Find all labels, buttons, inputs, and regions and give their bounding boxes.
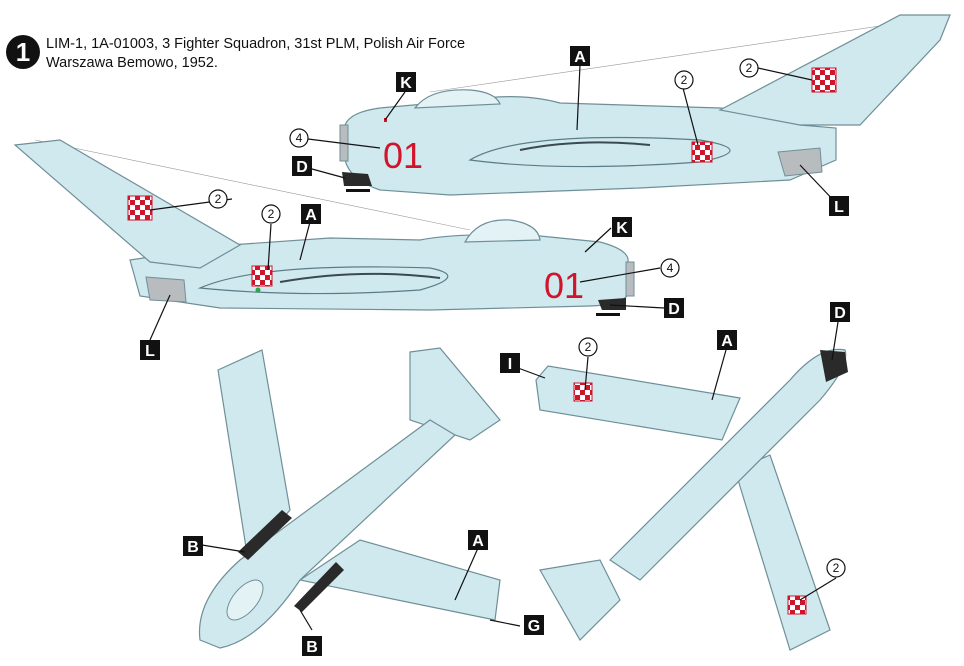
- canopy-mid-profile: [463, 219, 541, 243]
- profile-number-badge: 1: [6, 35, 40, 69]
- svg-text:A: A: [472, 533, 484, 550]
- svg-text:B: B: [306, 639, 318, 656]
- svg-text:D: D: [668, 301, 680, 318]
- svg-text:B: B: [187, 539, 199, 556]
- svg-text:I: I: [508, 356, 512, 373]
- callout-2-top-fin: 2: [739, 58, 759, 78]
- caption-line-1: LIM-1, 1A-01003, 3 Fighter Squadron, 31s…: [46, 36, 466, 52]
- callout-L-mid: L: [140, 340, 160, 360]
- callout-I: I: [500, 353, 520, 373]
- svg-text:A: A: [574, 49, 586, 66]
- svg-text:2: 2: [746, 61, 753, 75]
- callout-A-topview: A: [468, 530, 488, 550]
- callout-K-top: K: [396, 72, 416, 92]
- callout-2-underside-right: 2: [826, 558, 846, 578]
- callout-A-mid: A: [301, 204, 321, 224]
- profile-caption: LIM-1, 1A-01003, 3 Fighter Squadron, 31s…: [46, 35, 465, 73]
- tail-number-mid: 01: [544, 265, 584, 306]
- svg-text:K: K: [616, 220, 628, 237]
- svg-text:G: G: [528, 618, 540, 635]
- svg-text:2: 2: [833, 561, 840, 575]
- profile-number: 1: [15, 36, 31, 67]
- svg-text:2: 2: [268, 207, 275, 221]
- callout-2-mid-fin: 2: [208, 189, 228, 209]
- svg-text:D: D: [296, 159, 308, 176]
- svg-text:K: K: [400, 75, 412, 92]
- callout-L-top: L: [829, 196, 849, 216]
- callout-2-top-fuselage: 2: [674, 70, 694, 90]
- callout-B-upper: B: [183, 536, 203, 556]
- callout-B-lower: B: [302, 636, 322, 656]
- callout-D-top: D: [292, 156, 312, 176]
- callout-4-top: 4: [289, 128, 309, 148]
- left-side-profile: 01: [339, 14, 951, 196]
- callout-K-mid: K: [612, 217, 632, 237]
- svg-text:D: D: [834, 305, 846, 322]
- callout-4-mid: 4: [660, 258, 680, 278]
- checker-wing-underside-left: [573, 382, 593, 402]
- checker-fuselage-mid: [251, 265, 273, 287]
- svg-text:L: L: [834, 199, 844, 216]
- number-callouts: 2 2 4 2 2 4 2 2: [208, 58, 846, 578]
- callout-A-underside: A: [717, 330, 737, 350]
- checker-fin-mid: [127, 195, 153, 221]
- checker-fuselage-top: [691, 141, 713, 163]
- canopy-top-profile: [413, 89, 501, 109]
- right-side-profile: 01: [13, 139, 635, 316]
- checker-fin-top: [811, 67, 837, 93]
- svg-text:2: 2: [681, 73, 688, 87]
- svg-text:4: 4: [667, 261, 674, 275]
- callout-D-mid: D: [664, 298, 684, 318]
- callout-D-underside: D: [830, 302, 850, 322]
- top-view: [198, 347, 501, 649]
- callout-2-mid-fuselage: 2: [261, 204, 281, 224]
- svg-text:2: 2: [585, 340, 592, 354]
- checker-wing-underside-right: [787, 595, 807, 615]
- callout-G: G: [524, 615, 544, 635]
- tail-number-top: 01: [383, 135, 423, 176]
- svg-text:4: 4: [296, 131, 303, 145]
- callout-lines: [149, 64, 839, 631]
- svg-text:A: A: [721, 333, 733, 350]
- svg-text:2: 2: [215, 192, 222, 206]
- callout-A-top: A: [570, 46, 590, 66]
- svg-text:A: A: [305, 207, 317, 224]
- caption-line-2: Warszawa Bemowo, 1952.: [46, 55, 218, 71]
- underside-view: [535, 348, 848, 651]
- letter-callouts: A K D L A K D L B B A G I A D: [140, 46, 850, 656]
- svg-text:L: L: [145, 343, 155, 360]
- callout-2-underside-left: 2: [578, 337, 598, 357]
